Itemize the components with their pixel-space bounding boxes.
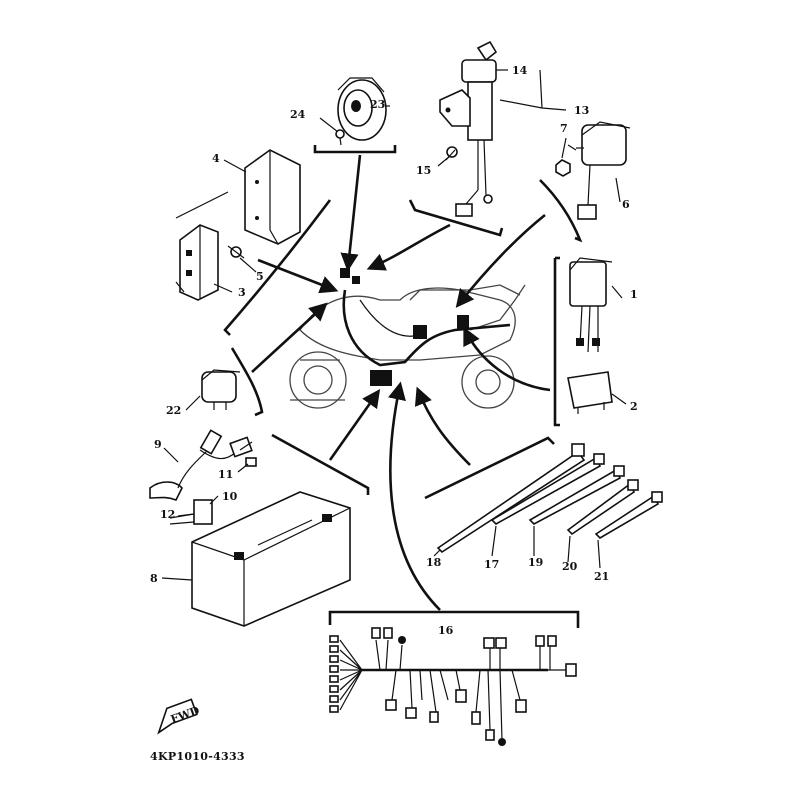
callout-14: 14 (512, 64, 528, 77)
flasher-1-part (570, 258, 612, 352)
callout-9: 9 (154, 438, 162, 451)
scooter-silhouette (290, 285, 525, 408)
callout-5: 5 (256, 270, 264, 283)
relay-2-part (568, 372, 612, 414)
nut-7-part (556, 160, 570, 176)
callout-23: 23 (370, 98, 385, 111)
unit-mount-block (457, 315, 469, 329)
callout-1: 1 (630, 288, 638, 301)
relay-22-part (202, 370, 240, 410)
harness-connector-block (370, 370, 392, 386)
relay-6-part (568, 122, 630, 219)
callout-20: 20 (562, 560, 578, 573)
callout-15: 15 (416, 164, 431, 177)
callout-3: 3 (238, 286, 246, 299)
callout-2: 2 (630, 400, 638, 413)
cable-ties-part (438, 444, 662, 552)
callout-22: 22 (166, 404, 181, 417)
callout-6: 6 (622, 198, 630, 211)
callout-13: 13 (574, 104, 589, 117)
scooter-wiring (340, 268, 510, 386)
callout-7: 7 (560, 122, 568, 135)
callout-11: 11 (218, 468, 233, 481)
callout-4: 4 (212, 152, 220, 165)
part-code: 4KP1010-4333 (150, 750, 245, 763)
callout-24: 24 (290, 108, 306, 121)
main-switch-part (440, 42, 496, 216)
callout-18: 18 (426, 556, 442, 569)
relay-mount-block (413, 325, 427, 339)
wire-harness-16-part (330, 628, 576, 746)
callout-21: 21 (594, 570, 609, 583)
callout-8: 8 (150, 572, 158, 585)
bracket-4-part (245, 150, 300, 244)
forward-arrow-icon: FWD (152, 699, 202, 732)
callout-19: 19 (528, 556, 543, 569)
callout-10: 10 (222, 490, 238, 503)
callout-17: 17 (484, 558, 499, 571)
callout-12: 12 (160, 508, 175, 521)
regulator-3-part (176, 225, 218, 300)
bolt-5-part (228, 246, 244, 258)
callout-16: 16 (438, 624, 454, 637)
battery-8-part (192, 492, 350, 626)
